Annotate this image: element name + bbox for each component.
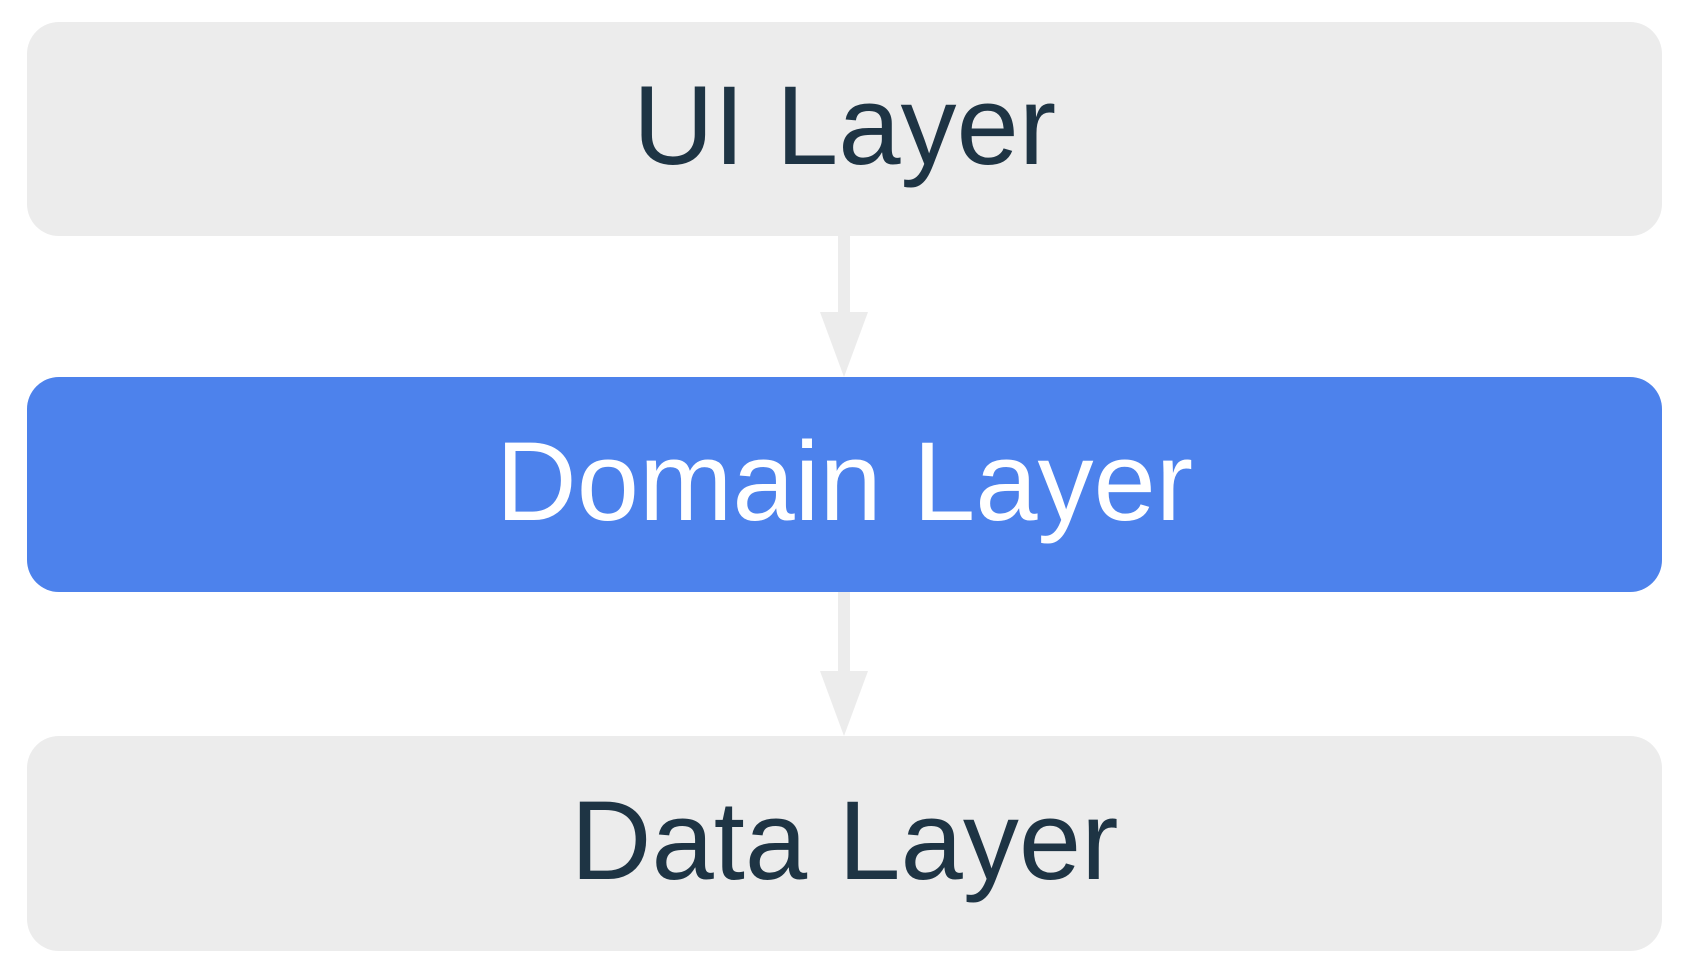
domain-layer-label: Domain Layer: [495, 418, 1194, 544]
arrow-stem: [838, 592, 850, 671]
data-layer-label: Data Layer: [570, 777, 1119, 903]
data-layer-box: Data Layer: [27, 736, 1662, 951]
domain-layer-box: Domain Layer: [27, 377, 1662, 592]
arrow-stem: [838, 236, 850, 313]
ui-layer-box: UI Layer: [27, 22, 1662, 236]
arrow-down-icon: [820, 671, 868, 736]
ui-layer-label: UI Layer: [632, 63, 1057, 188]
arrow-down-icon: [820, 312, 868, 377]
